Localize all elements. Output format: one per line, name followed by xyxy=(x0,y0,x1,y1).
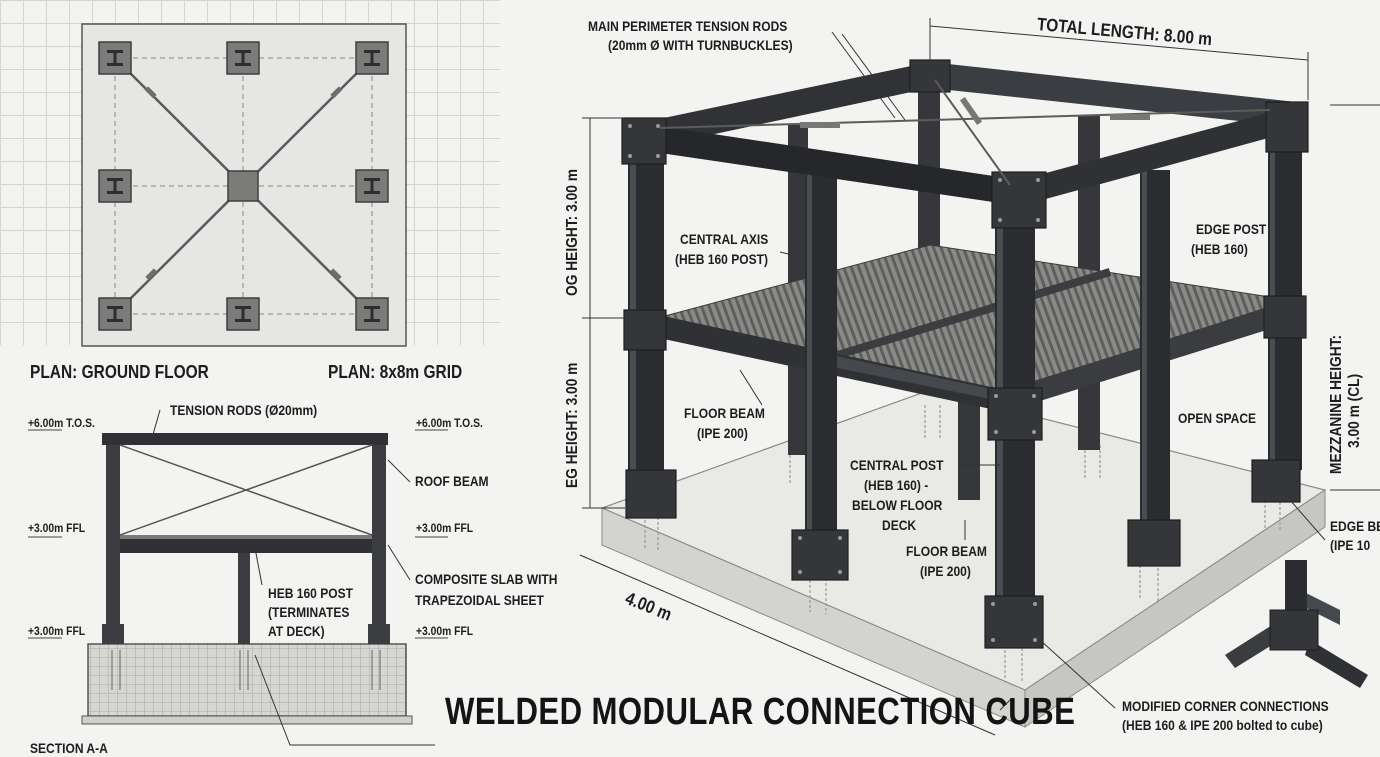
heb-post-label-3: AT DECK) xyxy=(268,623,325,639)
composite-slab-label-2: TRAPEZOIDAL SHEET xyxy=(415,592,544,608)
composite-slab-label-1: COMPOSITE SLAB WITH xyxy=(415,571,558,587)
connection-cube-detail xyxy=(1225,560,1368,688)
level-tos-left: +6.00m T.O.S. xyxy=(28,416,95,430)
mezzanine-height-label-2: 3.00 m (CL) xyxy=(1346,373,1363,448)
central-post-label-4: DECK xyxy=(882,517,917,533)
level-ffl-mid-right: +3.00m FFL xyxy=(416,521,474,535)
central-post-label-3: BELOW FLOOR xyxy=(852,497,943,513)
section-a-a-drawing xyxy=(28,429,448,725)
floor-beam-left-label-1: FLOOR BEAM xyxy=(684,405,765,421)
level-ffl-low-left: +3.00m FFL xyxy=(28,624,86,638)
plan-ground-floor-title: PLAN: GROUND FLOOR xyxy=(30,362,209,382)
floor-beam-mid-label-1: FLOOR BEAM xyxy=(906,543,987,559)
main-rods-label-2: (20mm Ø WITH TURNBUCKLES) xyxy=(608,37,793,53)
mezzanine-height-label-1: MEZZANINE HEIGHT: xyxy=(1328,334,1345,474)
central-axis-label-1: CENTRAL AXIS xyxy=(680,231,769,247)
main-title: WELDED MODULAR CONNECTION CUBE xyxy=(445,691,1076,733)
edge-beam-label-1: EDGE BE xyxy=(1330,518,1380,534)
main-rods-label-1: MAIN PERIMETER TENSION RODS xyxy=(588,18,788,34)
og-height-label: OG HEIGHT: 3.00 m xyxy=(564,169,581,296)
edge-post-label-1: EDGE POST xyxy=(1196,221,1267,237)
isometric-structure-drawing xyxy=(600,59,1327,728)
open-space-label: OPEN SPACE xyxy=(1178,410,1257,426)
level-tos-right: +6.00m T.O.S. xyxy=(416,416,483,430)
corner-connections-label-1: MODIFIED CORNER CONNECTIONS xyxy=(1122,698,1329,714)
roof-beam-label: ROOF BEAM xyxy=(415,473,489,489)
tension-rods-label: TENSION RODS (Ø20mm) xyxy=(170,402,318,418)
eg-height-label: EG HEIGHT: 3.00 m xyxy=(564,362,581,488)
edge-post-label-2: (HEB 160) xyxy=(1191,241,1248,257)
plan-ground-floor-drawing xyxy=(81,23,407,347)
central-axis-label-2: (HEB 160 POST) xyxy=(675,251,769,267)
level-ffl-low-right: +3.00m FFL xyxy=(416,624,474,638)
level-ffl-mid-left: +3.00m FFL xyxy=(28,521,86,535)
heb-post-label-2: (TERMINATES xyxy=(268,604,350,620)
floor-beam-left-label-2: (IPE 200) xyxy=(697,425,748,441)
floor-beam-mid-label-2: (IPE 200) xyxy=(920,563,971,579)
plan-grid-title: PLAN: 8x8m GRID xyxy=(328,362,463,382)
central-post-label-2: (HEB 160) - xyxy=(864,477,929,493)
section-title: SECTION A-A xyxy=(30,740,108,756)
heb-post-label-1: HEB 160 POST xyxy=(268,585,353,601)
edge-beam-label-2: (IPE 10 xyxy=(1330,537,1371,553)
corner-connections-label-2: (HEB 160 & IPE 200 bolted to cube) xyxy=(1122,717,1323,733)
central-post-label-1: CENTRAL POST xyxy=(850,457,944,473)
dimension-and-leader-lines xyxy=(149,18,1380,746)
